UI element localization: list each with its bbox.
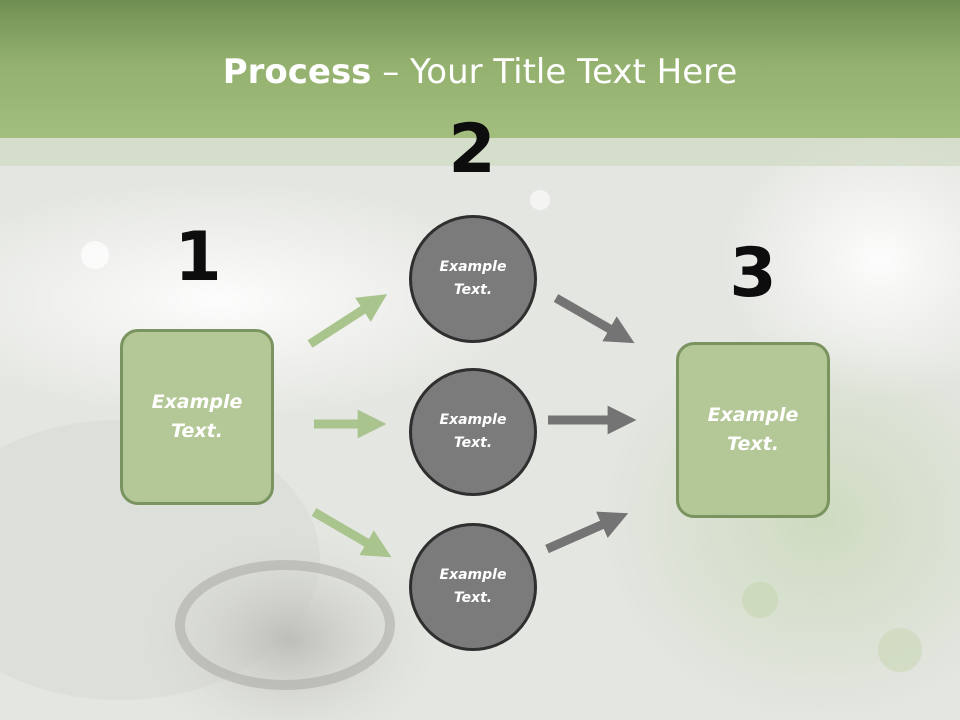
gray-arrow-down [553, 294, 635, 344]
step-number-1: 1 [174, 218, 222, 297]
title-strip [0, 138, 960, 166]
title-band [0, 0, 960, 138]
step-1-box: Example Text. [120, 329, 274, 505]
step-number-3: 3 [729, 234, 777, 313]
step-2-circle-middle: Example Text. [409, 368, 537, 496]
circle-middle-text: Example Text. [439, 412, 507, 451]
step-2-circle-top: Example Text. [409, 215, 537, 343]
step-3-text: Example Text. [707, 404, 799, 455]
circle-bottom-text: Example Text. [439, 567, 507, 606]
gray-arrow-up [545, 511, 629, 554]
green-arrow-up [307, 294, 388, 348]
slide-title: Process – Your Title Text Here [0, 52, 960, 92]
step-number-2: 2 [448, 110, 496, 189]
step-2-circle-bottom: Example Text. [409, 523, 537, 651]
title-bold: Process [222, 52, 372, 92]
step-1-text: Example Text. [151, 391, 243, 442]
title-rest: – Your Title Text Here [371, 52, 738, 92]
circle-top-text: Example Text. [439, 259, 507, 298]
step-3-box: Example Text. [676, 342, 830, 518]
green-arrow-down [311, 508, 392, 558]
